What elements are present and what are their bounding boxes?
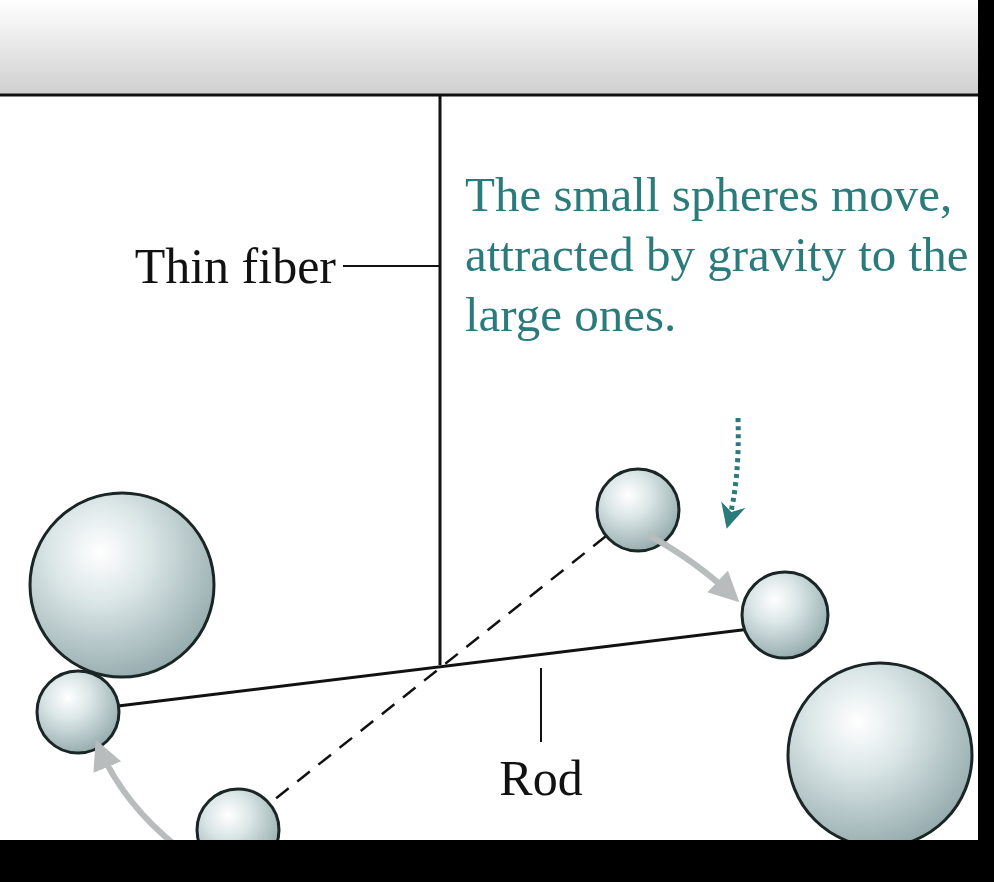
large-sphere [30,493,214,677]
callout-arrow [728,418,738,524]
rod [118,629,750,706]
large-sphere [788,663,972,847]
frame [978,0,994,882]
small-sphere [37,671,119,753]
rod-initial-position [255,525,620,815]
leader-line [343,265,440,267]
small-sphere [742,572,828,658]
ceiling-bar [0,0,978,95]
thin-fiber [439,95,442,665]
motion-arrow [648,535,735,598]
ceiling-edge [0,94,978,97]
frame [0,840,994,882]
part-label: Thin fiber [135,236,336,296]
callout-note: The small spheres move, attracted by gra… [465,165,970,344]
leader-line [540,668,542,742]
part-label: Rod [499,748,582,808]
small-sphere [597,469,679,551]
